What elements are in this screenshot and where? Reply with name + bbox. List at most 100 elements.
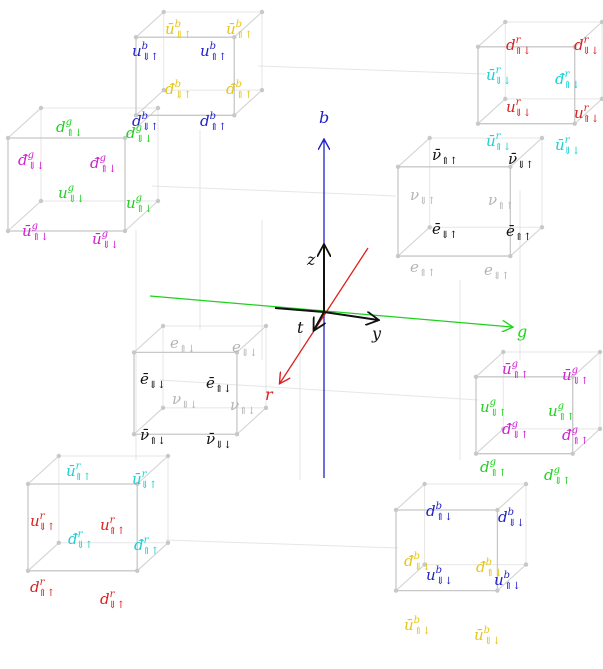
cube-depth-edge [27, 455, 60, 485]
particle-spin-subscript: ⇑↑ [558, 412, 575, 423]
particle-color-superscript: b [236, 79, 242, 90]
particle-symbol: ū [474, 626, 484, 644]
particle-color-superscript: b [142, 41, 148, 52]
particle-symbol: d [200, 112, 210, 130]
particle-label: ē⇑↑ [506, 222, 532, 243]
particle-symbol: u [126, 194, 136, 212]
cube-red-quarks-left: ūr⇑↑ūr⇓↑ur⇓↑ur⇑↑đr⇓↑đr⇑↑dr⇑↑dr⇓↑ [25, 453, 171, 611]
particle-spin-subscript: ⇓↓ [494, 76, 511, 87]
particle-label: ūg⇑↑ [502, 359, 529, 381]
particle-symbol: ν [172, 390, 181, 408]
particle-symbol: u [132, 42, 142, 60]
particle-spin-subscript: ⇓↓ [241, 348, 258, 359]
particle-spin-subscript: ⇑↑ [441, 156, 458, 167]
particle-symbol: ν̄ [508, 150, 517, 168]
cube-vertex [572, 121, 577, 126]
particle-spin-subscript: ⇓↓ [181, 400, 198, 411]
particle-color-superscript: r [516, 35, 522, 46]
g-axis [149, 295, 512, 327]
particle-symbol: e [410, 258, 419, 276]
particle-symbol: d [126, 124, 136, 142]
cube-depth-edge [136, 455, 169, 485]
particle-label: đb⇑↑ [226, 79, 253, 101]
particle-symbol: ū [132, 470, 142, 488]
particle-symbol: đ [68, 530, 78, 548]
cube-vertex [503, 19, 508, 25]
particle-symbol: d [426, 502, 436, 520]
particle-label: ν̄⇑↓ [140, 426, 166, 447]
cube-depth-edge [233, 11, 263, 38]
cube-vertex [503, 96, 508, 102]
particle-spin-subscript: ⇓↑ [490, 408, 507, 419]
particle-symbol: ν̄ [206, 430, 215, 448]
cube-depth-edge [475, 428, 504, 455]
particle-spin-subscript: ⇓↑ [554, 476, 571, 487]
particle-symbol: ū [502, 360, 512, 378]
particle-spin-subscript: ⇑↑ [210, 52, 227, 63]
particle-color-superscript: g [100, 153, 106, 164]
particle-color-superscript: b [484, 625, 490, 636]
particle-symbol: ū [486, 132, 496, 150]
cube-vertex [165, 540, 171, 545]
lattice-connector [165, 539, 399, 549]
cube-vertex [508, 164, 513, 169]
particle-symbol: d [30, 578, 40, 596]
cube-vertex [131, 350, 137, 355]
particle-color-superscript: b [504, 570, 510, 581]
particle-color-superscript: r [40, 511, 46, 522]
cube-connector-lines [135, 65, 521, 549]
cube-leptons-lower: e⇑↓e⇓↓ē⇓↓ē⇑↓ν⇓↓ν⇑↓ν̄⇑↓ν̄⇓↓ [131, 323, 269, 451]
particle-spin-subscript: ⇓↑ [493, 271, 510, 282]
particle-spin-subscript: ⇑↓ [66, 128, 83, 139]
particle-label: dr⇑↓ [506, 35, 531, 57]
cube-vertex [232, 35, 237, 40]
cube-depth-edge [509, 226, 543, 257]
particle-spin-subscript: ⇓↑ [38, 522, 55, 533]
particle-label: ub⇑↑ [200, 41, 227, 63]
cube-depth-edge [133, 407, 164, 435]
particle-spin-subscript: ⇑↓ [179, 344, 196, 355]
cube-vertex [135, 568, 140, 573]
particle-symbol: ē [206, 374, 215, 392]
particle-symbol: u [426, 566, 436, 584]
particle-color-superscript: g [102, 229, 108, 240]
particle-spin-subscript: ⇑↓ [486, 568, 503, 579]
particle-label: ν⇑↓ [230, 396, 256, 417]
particle-symbol: d [498, 508, 508, 526]
cube-vertex [427, 135, 432, 141]
particle-symbol: đ [555, 70, 565, 88]
lattice-connector [159, 379, 479, 401]
particle-label: e⇓↓ [232, 338, 258, 359]
particle-color-superscript: b [508, 507, 514, 518]
particle-spin-subscript: ⇑↑ [572, 436, 589, 447]
particle-spin-subscript: ⇑↓ [582, 114, 599, 125]
particle-symbol: u [30, 512, 40, 530]
particle-spin-subscript: ⇑↑ [210, 122, 227, 133]
cube-vertex [259, 9, 265, 15]
particle-spin-subscript: ⇑↓ [215, 384, 232, 395]
particle-symbol: ē [432, 220, 441, 238]
particle-label: ūr⇓↑ [132, 469, 157, 491]
particle-spin-subscript: ⇑↑ [236, 90, 253, 101]
r-axis-label: r [265, 385, 274, 404]
particle-label: ur⇑↑ [100, 515, 125, 537]
particle-symbol: d [574, 36, 584, 54]
particle-symbol: ū [404, 616, 414, 634]
particle-label: dg⇑↓ [56, 117, 83, 139]
lattice-connector [151, 185, 397, 197]
cube-depth-edge [477, 98, 506, 125]
particle-color-superscript: b [175, 79, 181, 90]
cube-vertex [572, 44, 577, 49]
particle-color-superscript: r [496, 65, 502, 76]
cube-green-quarks-right: ūg⇑↑ūg⇓↑ug⇓↑ug⇑↑đg⇓↑đg⇑↑dg⇑↑dg⇓↑ [473, 349, 603, 487]
particle-spin-subscript: ⇓↑ [142, 122, 159, 133]
cube-vertex [161, 9, 166, 15]
particle-color-superscript: g [136, 123, 142, 134]
cube-depth-edge [572, 351, 601, 378]
particle-symbol: ν̄ [140, 426, 149, 444]
particle-spin-subscript: ⇑↑ [419, 268, 436, 279]
cube-vertex [495, 507, 500, 513]
particle-label: ē⇑↓ [206, 374, 232, 395]
particle-color-superscript: g [32, 221, 38, 232]
particle-spin-subscript: ⇓↓ [102, 240, 119, 251]
